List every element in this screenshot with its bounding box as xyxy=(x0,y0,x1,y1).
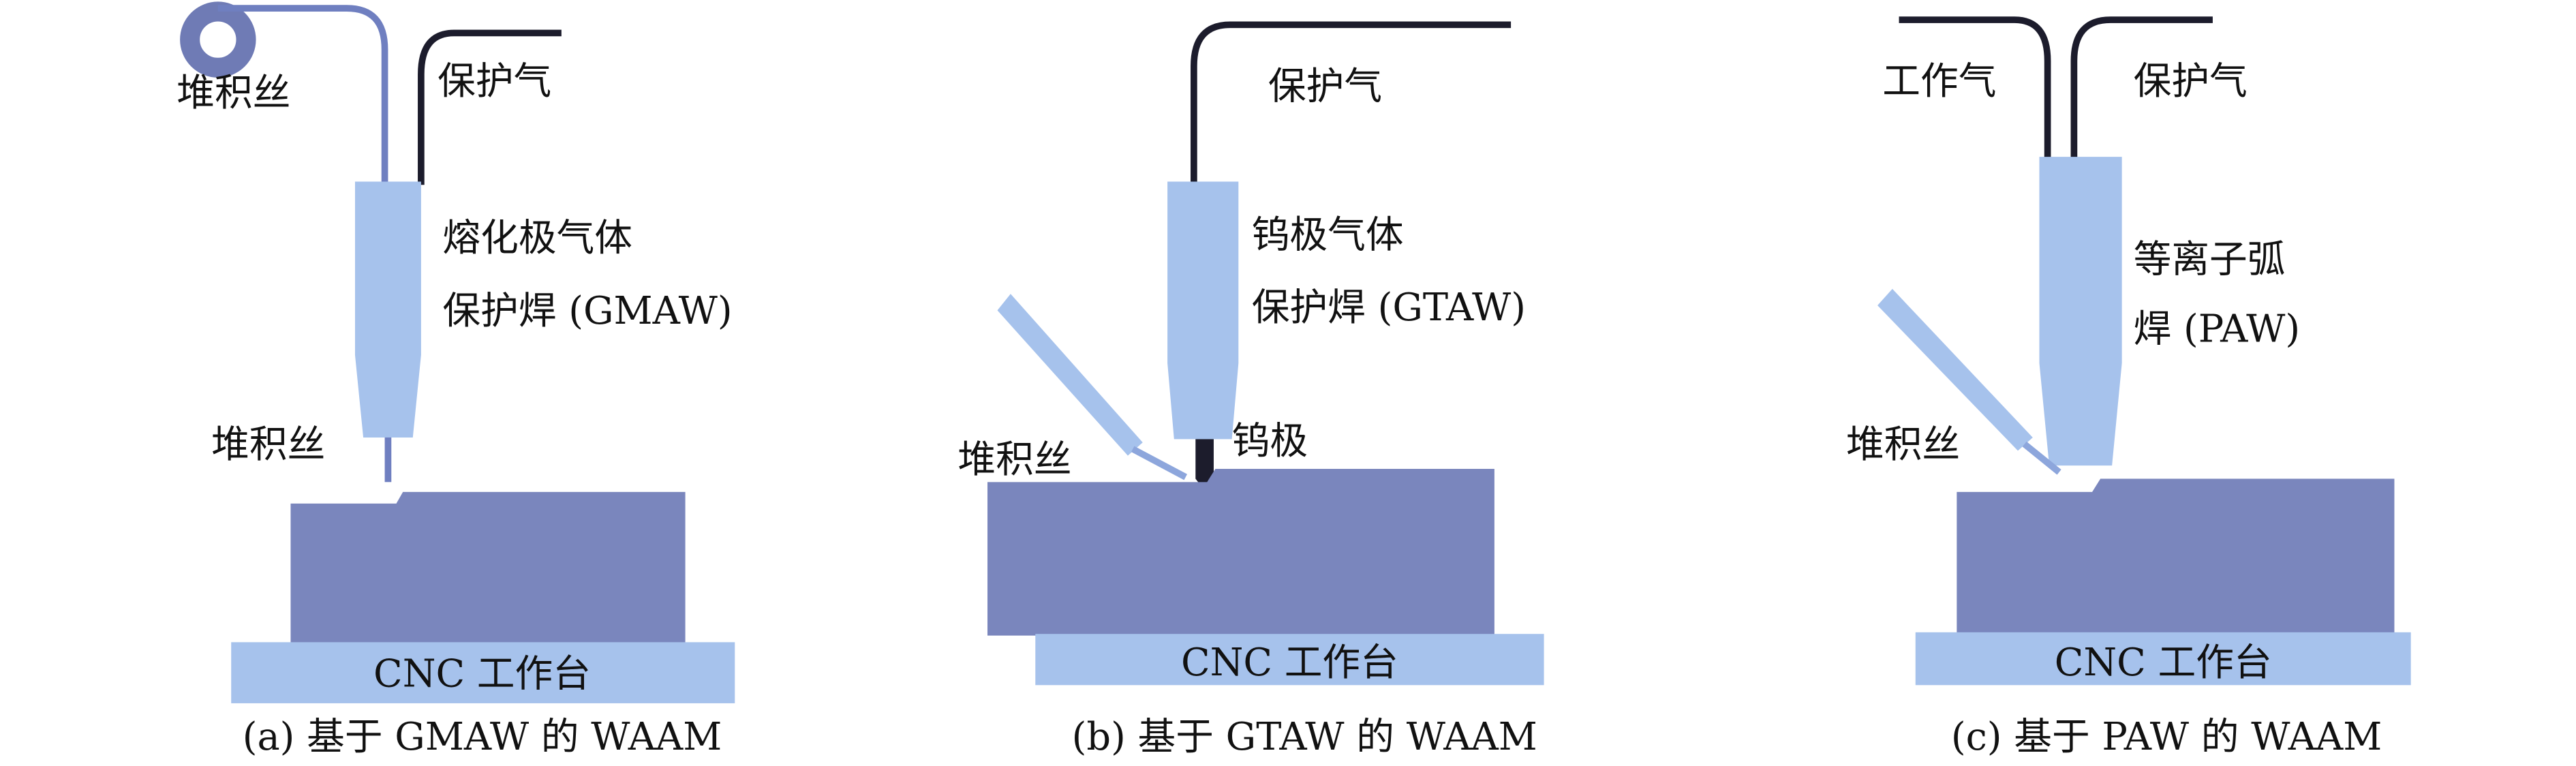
caption-a: (a) 基于 GMAW 的 WAAM xyxy=(243,715,722,759)
panel-gtaw: 保护气 钨极气体 保护焊 (GTAW) 钨极 堆积丝 CNC 工作台 (b) 基… xyxy=(957,21,1544,759)
filler-wire-tip xyxy=(1131,446,1188,480)
table-label: CNC 工作台 xyxy=(1181,641,1398,685)
caption-b: (b) 基于 GTAW 的 WAAM xyxy=(1072,715,1537,759)
table-label: CNC 工作台 xyxy=(373,652,591,696)
workpiece xyxy=(987,468,1494,636)
workpiece xyxy=(1957,478,2395,634)
torch-label-line1: 钨极气体 xyxy=(1252,213,1404,257)
wire-feed-line xyxy=(217,5,388,185)
torch-label-line1: 熔化极气体 xyxy=(442,216,632,260)
caption-c: (c) 基于 PAW 的 WAAM xyxy=(1951,715,2382,759)
shielding-gas-line xyxy=(1191,21,1512,185)
torch-label-line2: 保护焊 (GTAW) xyxy=(1252,286,1526,330)
wire-label: 堆积丝 xyxy=(957,438,1071,482)
tungsten-electrode xyxy=(1195,439,1214,491)
panel-gmaw: 堆积丝 保护气 熔化极气体 保护焊 (GMAW) 堆积丝 CNC 工作台 (a)… xyxy=(177,1,735,759)
filler-rod xyxy=(1877,288,2033,451)
gmaw-torch xyxy=(354,181,421,438)
electrode-label: 钨极 xyxy=(1232,419,1308,463)
torch-label-line2: 焊 (PAW) xyxy=(2134,307,2301,351)
spool-wire-label: 堆积丝 xyxy=(177,71,290,115)
wire-label: 堆积丝 xyxy=(1846,423,1960,467)
shielding-gas-label: 保护气 xyxy=(1268,64,1382,108)
wire-spool-icon xyxy=(180,1,256,78)
working-gas-line xyxy=(1899,16,2051,160)
shielding-gas-label: 保护气 xyxy=(438,59,551,104)
filler-rod xyxy=(997,294,1143,456)
shielding-gas-line xyxy=(2070,16,2213,160)
workpiece xyxy=(290,491,686,644)
torch-label-line2: 保护焊 (GMAW) xyxy=(442,289,732,333)
working-gas-label: 工作气 xyxy=(1882,59,1996,104)
wire-label: 堆积丝 xyxy=(211,423,325,467)
cnc-table xyxy=(231,642,735,703)
filler-wire xyxy=(384,437,392,482)
filler-wire-tip xyxy=(2022,441,2061,475)
shielding-gas-line xyxy=(418,29,562,185)
shielding-gas-label: 保护气 xyxy=(2134,59,2248,104)
cnc-table xyxy=(1915,632,2411,686)
torch-label-line1: 等离子弧 xyxy=(2134,238,2286,282)
panel-paw: 工作气 保护气 等离子弧 焊 (PAW) 堆积丝 CNC 工作台 (c) 基于 … xyxy=(1846,16,2411,759)
paw-torch xyxy=(2039,157,2122,466)
cnc-table xyxy=(1035,634,1544,686)
gtaw-torch xyxy=(1167,181,1239,440)
table-label: CNC 工作台 xyxy=(2055,641,2272,685)
